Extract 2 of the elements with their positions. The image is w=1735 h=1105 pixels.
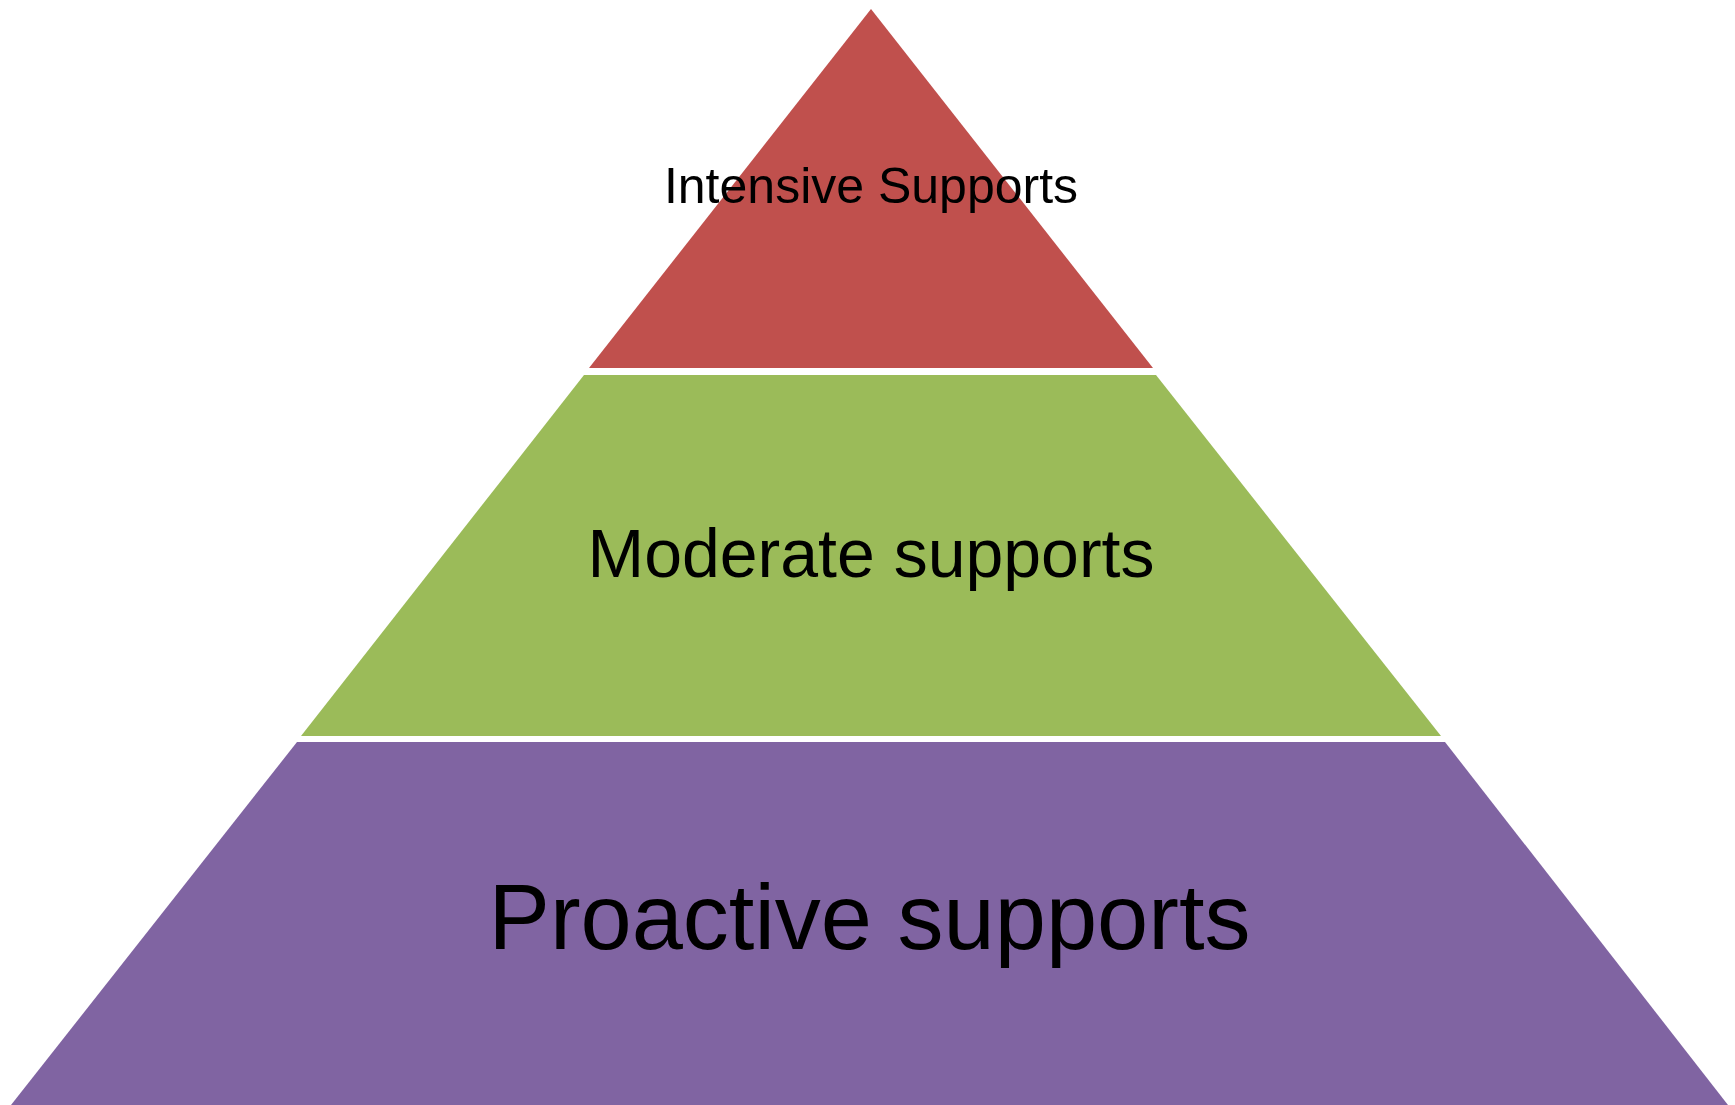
tier-label: Proactive supports [487, 867, 1252, 969]
tier-label: Moderate supports [586, 515, 1156, 591]
